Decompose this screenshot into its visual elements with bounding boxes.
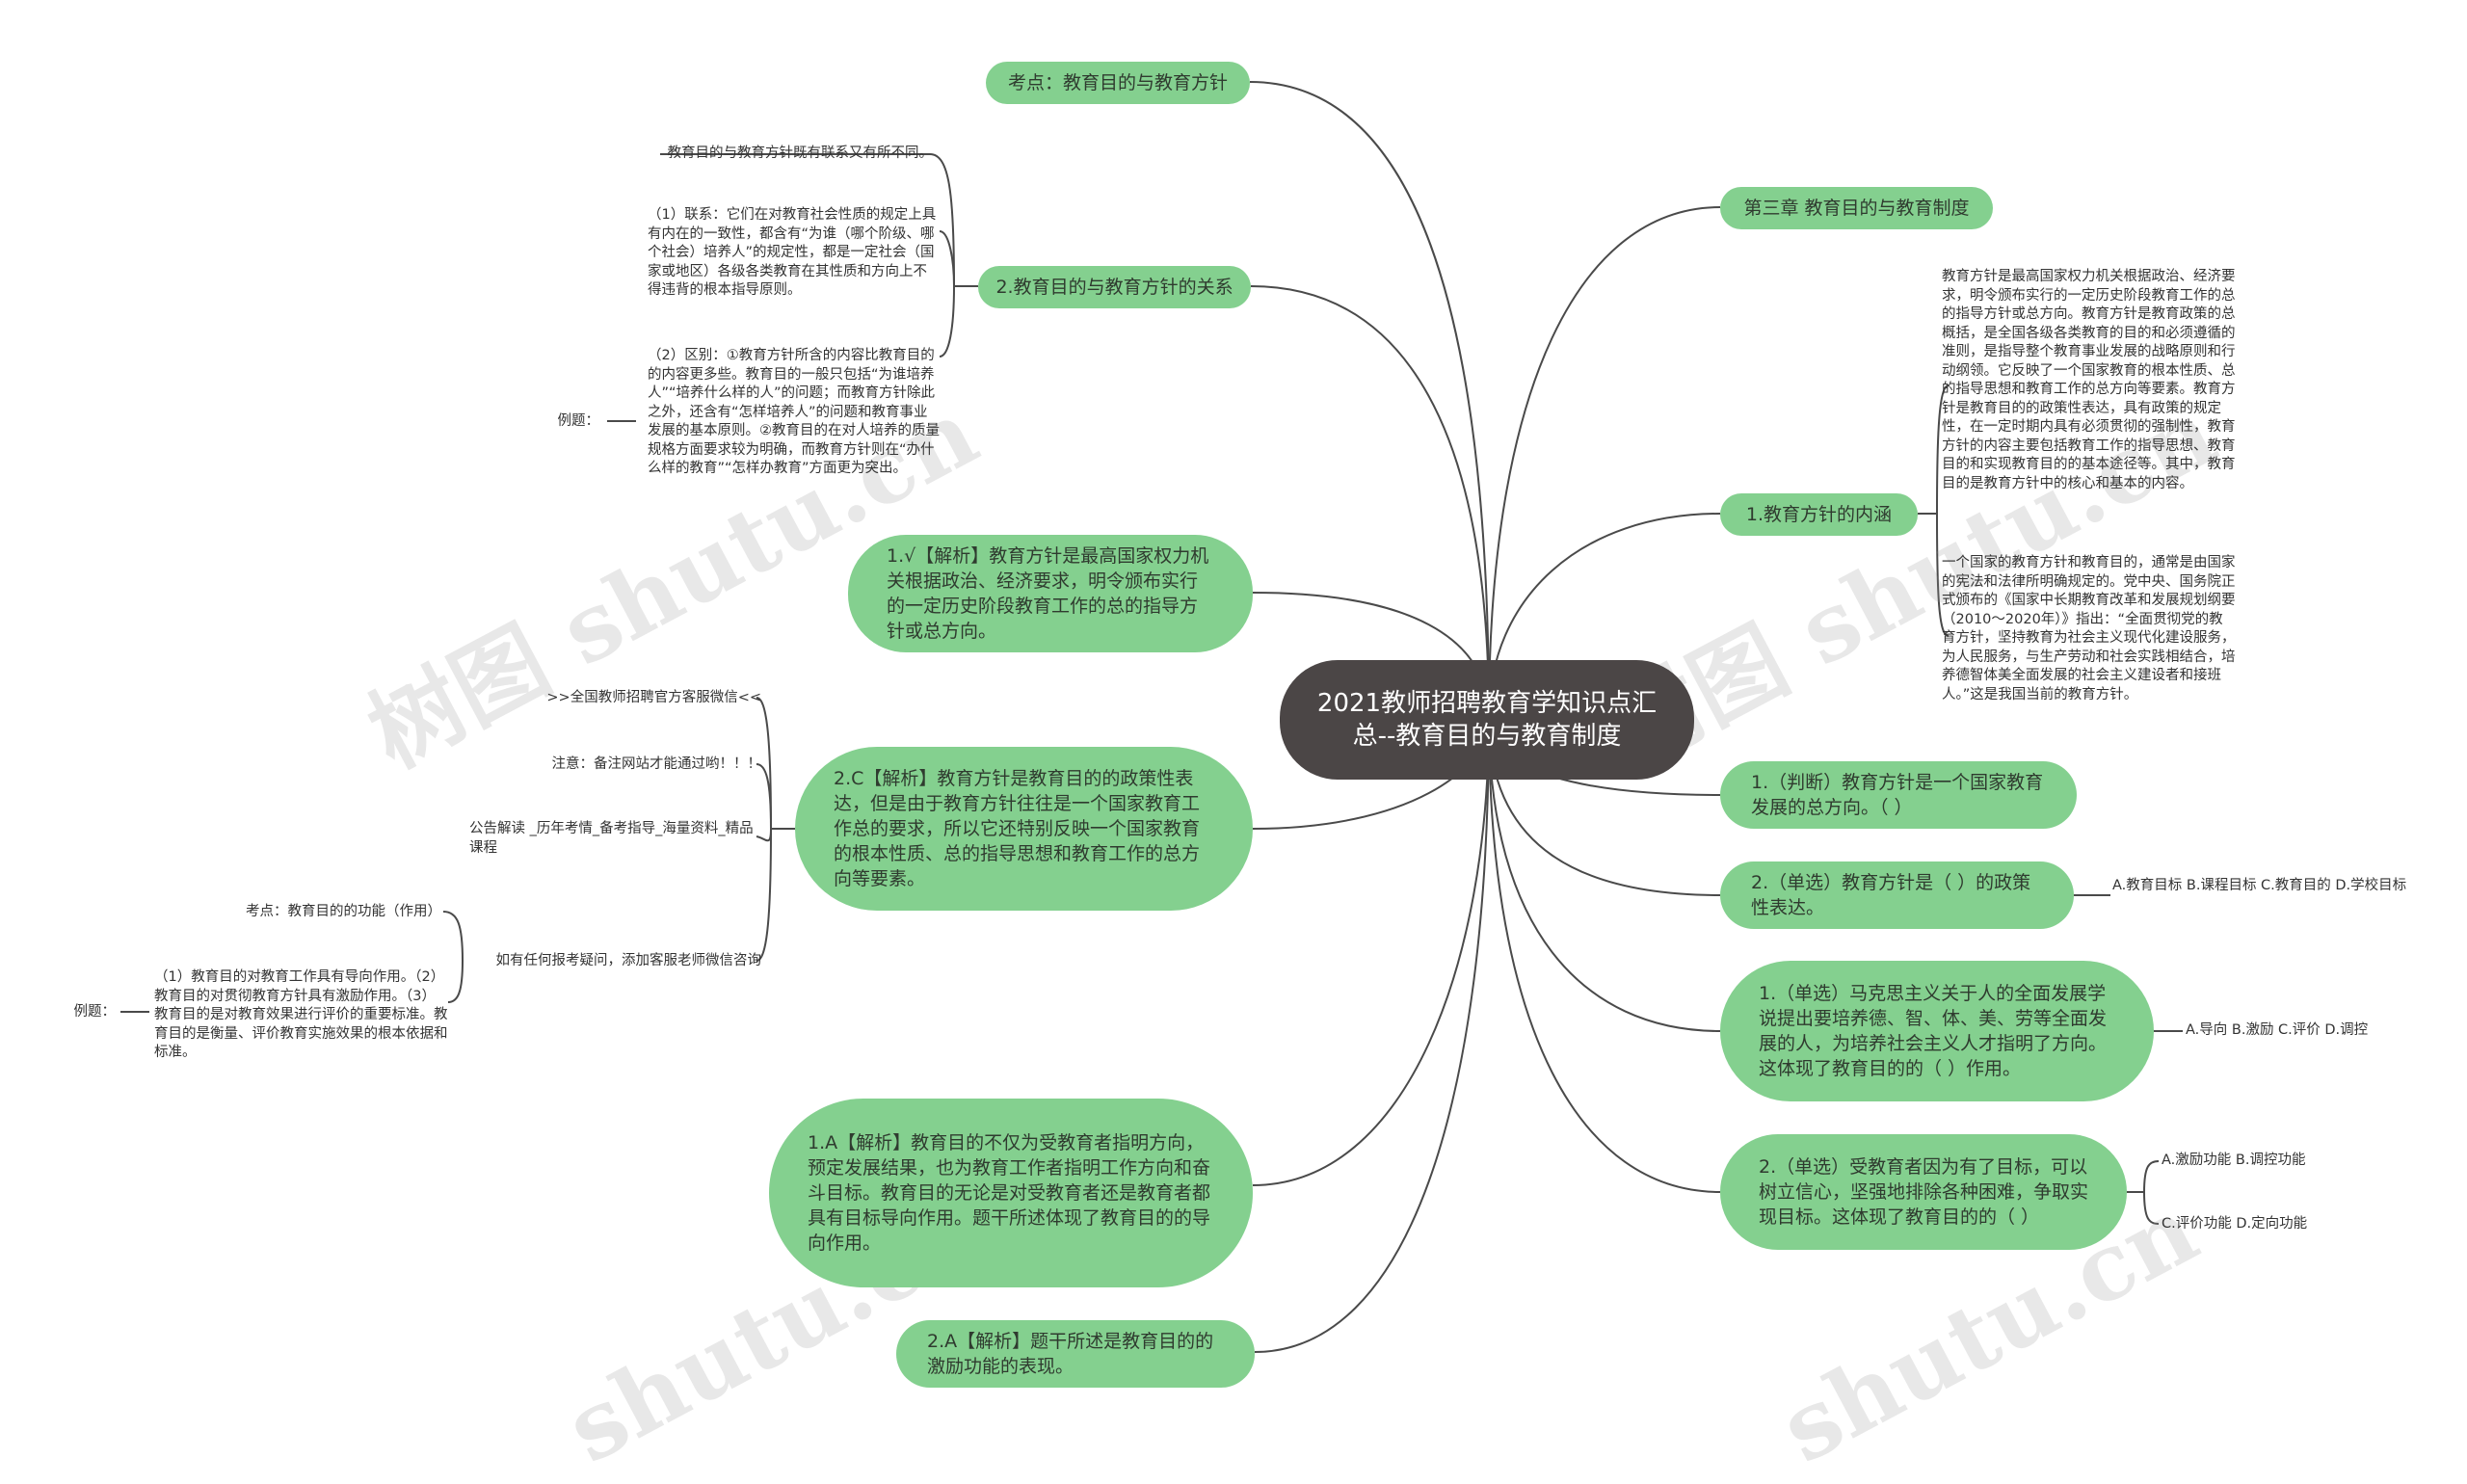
note-functions: （1）教育目的对教育工作具有导向作用。（2）教育目的对贯彻教育方针具有激励作用。… xyxy=(154,969,448,1060)
note-connotation-1: 教育方针是最高国家权力机关根据政治、经济要求，明令颁布实行的一定历史阶段教育工作… xyxy=(1942,269,2236,491)
topic-label: 第三章 教育目的与教育制度 xyxy=(1743,198,1970,219)
topic-aim-policy-relation[interactable]: 2.教育目的与教育方针的关系 xyxy=(978,266,1251,308)
topic-policy-connotation[interactable]: 1.教育方针的内涵 xyxy=(1720,493,1918,536)
connector-lines xyxy=(120,81,2183,1353)
note-options-q2: A.教育目标 B.课程目标 C.教育目的 D.学校目标 xyxy=(2112,878,2407,893)
note-options-q4-b: C.评价功能 D.定向功能 xyxy=(2162,1216,2308,1232)
note-add-wechat: 如有任何报考疑问，添加客服老师微信咨询 xyxy=(495,953,762,968)
root-topic-label: 2021教师招聘教育学知识点汇总--教育目的与教育制度 xyxy=(1316,689,1658,751)
topic-label: 2.（单选）教育方针是（ ）的政策性表达。 xyxy=(1751,872,2031,918)
mind-map-canvas: 树图 shutu.cn 树图 shutu.cn shutu.cn shutu.c… xyxy=(73,62,2407,1484)
note-connotation-2: 一个国家的教育方针和教育目的，通常是由国家的宪法和法律所明确规定的。党中央、国务… xyxy=(1942,555,2236,702)
topic-label: 1.（判断）教育方针是一个国家教育发展的总方向。（ ） xyxy=(1751,772,2044,818)
topic-question-single-3[interactable]: 2.（单选）受教育者因为有了目标，可以树立信心，坚强地排除各种困难，争取实现目标… xyxy=(1720,1134,2127,1250)
note-relation-intro: 教育目的与教育方针既有联系又有所不同。 xyxy=(667,146,934,161)
topic-label: 考点：教育目的与教育方针 xyxy=(1008,72,1229,93)
topic-label: 1.√【解析】教育方针是最高国家权力机关根据政治、经济要求，明令颁布实行的一定历… xyxy=(887,545,1209,642)
note-options-q4-a: A.激励功能 B.调控功能 xyxy=(2162,1153,2306,1168)
note-example-label: 例题： xyxy=(557,413,600,429)
topic-label: 1.（单选）马克思主义关于人的全面发展学说提出要培养德、智、体、美、劳等全面发展… xyxy=(1759,983,2108,1079)
topic-label: 1.A【解析】教育目的不仅为受教育者指明方向，预定发展结果，也为教育工作者指明工… xyxy=(808,1132,1211,1254)
note-relation-link: （1）联系：它们在对教育社会性质的规定上具有内在的一致性，都含有“为谁（哪个阶级… xyxy=(648,207,937,298)
topic-answer-2-c[interactable]: 2.C【解析】教育方针是教育目的的政策性表达，但是由于教育方针往往是一个国家教育… xyxy=(795,747,1253,911)
topic-label: 2.A【解析】题干所述是教育目的的激励功能的表现。 xyxy=(927,1331,1214,1377)
topic-question-judge[interactable]: 1.（判断）教育方针是一个国家教育发展的总方向。（ ） xyxy=(1720,761,2077,829)
note-options-q3: A.导向 B.激励 C.评价 D.调控 xyxy=(2186,1022,2369,1038)
topic-kaodian-aim-policy[interactable]: 考点：教育目的与教育方针 xyxy=(986,62,1250,104)
topic-question-single-2[interactable]: 1.（单选）马克思主义关于人的全面发展学说提出要培养德、智、体、美、劳等全面发展… xyxy=(1720,961,2154,1101)
topic-answer-1-judge[interactable]: 1.√【解析】教育方针是最高国家权力机关根据政治、经济要求，明令颁布实行的一定历… xyxy=(848,535,1253,652)
topic-label: 2.教育目的与教育方针的关系 xyxy=(995,277,1234,298)
note-kaodian-function: 考点：教育目的的功能（作用） xyxy=(246,904,441,919)
note-announcement: 公告解读 _历年考情_备考指导_海量资料_精品课程 xyxy=(469,821,754,856)
note-wechat-service: >>全国教师招聘官方客服微信<< xyxy=(546,690,761,705)
topic-chapter-3[interactable]: 第三章 教育目的与教育制度 xyxy=(1720,187,1993,229)
topic-answer-3-a[interactable]: 1.A【解析】教育目的不仅为受教育者指明方向，预定发展结果，也为教育工作者指明工… xyxy=(769,1099,1253,1287)
note-relation-diff: （2）区别：①教育方针所含的内容比教育目的的内容更多些。教育目的一般只包括“为谁… xyxy=(648,348,940,476)
root-topic[interactable]: 2021教师招聘教育学知识点汇总--教育目的与教育制度 xyxy=(1280,660,1694,780)
note-remark-site: 注意：备注网站才能通过哟！！！ xyxy=(551,756,762,772)
note-example-label-2: 例题： xyxy=(73,1004,117,1020)
topic-label: 2.C【解析】教育方针是教育目的的政策性表达，但是由于教育方针往往是一个国家教育… xyxy=(834,768,1201,889)
topic-question-single-1[interactable]: 2.（单选）教育方针是（ ）的政策性表达。 xyxy=(1720,861,2074,929)
topic-answer-4-a[interactable]: 2.A【解析】题干所述是教育目的的激励功能的表现。 xyxy=(896,1320,1255,1388)
topic-label: 1.教育方针的内涵 xyxy=(1745,504,1893,525)
topic-label: 2.（单选）受教育者因为有了目标，可以树立信心，坚强地排除各种困难，争取实现目标… xyxy=(1759,1156,2089,1228)
